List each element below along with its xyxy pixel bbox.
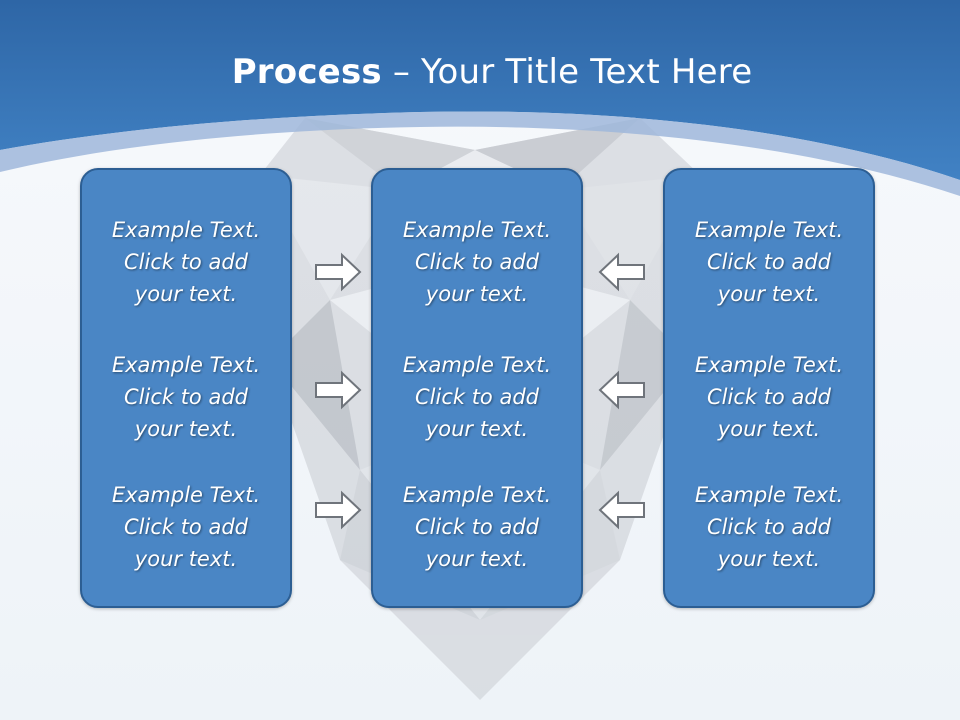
text-placeholder[interactable]: Example Text. Click to add your text. bbox=[82, 214, 290, 310]
text-placeholder[interactable]: Example Text. Click to add your text. bbox=[373, 479, 581, 575]
arrow-left-icon[interactable] bbox=[598, 252, 646, 292]
text-line: Example Text. bbox=[402, 483, 552, 507]
text-line: Click to add bbox=[706, 515, 831, 539]
text-line: Click to add bbox=[123, 385, 248, 409]
slide-title[interactable]: Process – Your Title Text Here bbox=[0, 52, 960, 92]
text-placeholder[interactable]: Example Text. Click to add your text. bbox=[373, 214, 581, 310]
text-line: your text. bbox=[425, 547, 529, 571]
text-placeholder[interactable]: Example Text. Click to add your text. bbox=[665, 479, 873, 575]
text-line: your text. bbox=[134, 417, 238, 441]
text-line: your text. bbox=[425, 417, 529, 441]
text-line: Example Text. bbox=[111, 483, 261, 507]
text-line: Click to add bbox=[123, 515, 248, 539]
text-line: Click to add bbox=[414, 250, 539, 274]
text-placeholder[interactable]: Example Text. Click to add your text. bbox=[82, 349, 290, 445]
text-line: your text. bbox=[425, 282, 529, 306]
text-line: your text. bbox=[717, 282, 821, 306]
text-placeholder[interactable]: Example Text. Click to add your text. bbox=[665, 214, 873, 310]
text-placeholder[interactable]: Example Text. Click to add your text. bbox=[82, 479, 290, 575]
text-line: your text. bbox=[717, 547, 821, 571]
text-line: Example Text. bbox=[111, 218, 261, 242]
text-line: your text. bbox=[134, 282, 238, 306]
title-rest: – Your Title Text Here bbox=[381, 52, 753, 92]
text-line: Click to add bbox=[706, 385, 831, 409]
text-line: Example Text. bbox=[402, 218, 552, 242]
arrow-right-icon[interactable] bbox=[314, 490, 362, 530]
text-line: Example Text. bbox=[694, 483, 844, 507]
arrow-right-icon[interactable] bbox=[314, 252, 362, 292]
text-line: Click to add bbox=[414, 515, 539, 539]
arrow-left-icon[interactable] bbox=[598, 370, 646, 410]
text-placeholder[interactable]: Example Text. Click to add your text. bbox=[373, 349, 581, 445]
process-box-left[interactable]: Example Text. Click to add your text. Ex… bbox=[80, 168, 292, 608]
text-placeholder[interactable]: Example Text. Click to add your text. bbox=[665, 349, 873, 445]
text-line: Click to add bbox=[123, 250, 248, 274]
arrow-left-icon[interactable] bbox=[598, 490, 646, 530]
text-line: Example Text. bbox=[694, 353, 844, 377]
title-strong: Process bbox=[231, 52, 382, 92]
process-box-center[interactable]: Example Text. Click to add your text. Ex… bbox=[371, 168, 583, 608]
process-box-right[interactable]: Example Text. Click to add your text. Ex… bbox=[663, 168, 875, 608]
text-line: Click to add bbox=[706, 250, 831, 274]
text-line: your text. bbox=[134, 547, 238, 571]
text-line: Click to add bbox=[414, 385, 539, 409]
text-line: Example Text. bbox=[694, 218, 844, 242]
arrow-right-icon[interactable] bbox=[314, 370, 362, 410]
text-line: your text. bbox=[717, 417, 821, 441]
text-line: Example Text. bbox=[402, 353, 552, 377]
text-line: Example Text. bbox=[111, 353, 261, 377]
